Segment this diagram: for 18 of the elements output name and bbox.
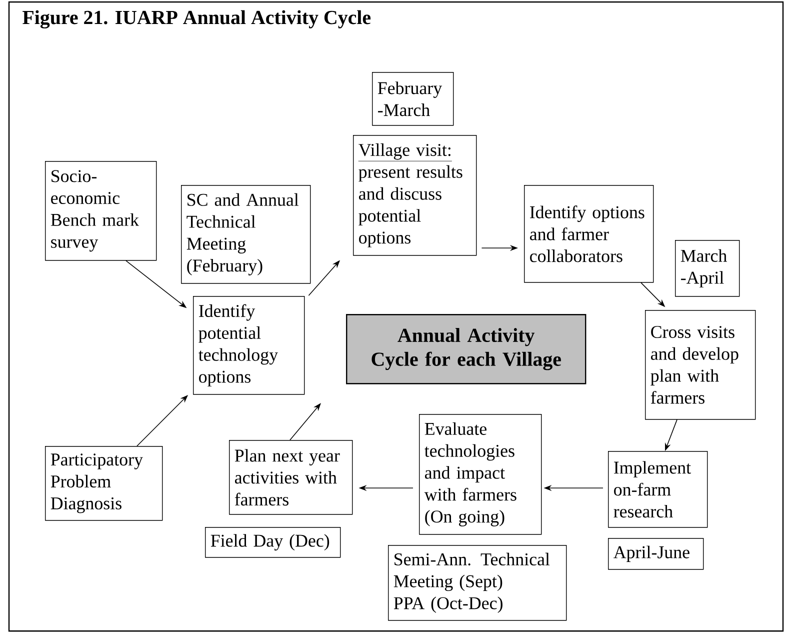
date-box: February -March [372, 72, 454, 126]
process-box: Identify potential technology options [193, 296, 305, 395]
process-box: Cross visits and develop plan with farmers [645, 310, 756, 420]
figure-title: Figure 21. IUARP Annual Activity Cycle [22, 10, 371, 28]
date-box: Field Day (Dec) [205, 527, 341, 558]
process-box: Village visit: present results and discuss potential options [353, 135, 477, 256]
center-box: Annual Activity Cycle for each Village [346, 314, 586, 384]
date-box: April-June [608, 538, 704, 570]
process-box: Participatory Problem Diagnosis [45, 446, 163, 521]
date-box: March -April [675, 240, 740, 297]
date-box: SC and Annual Technical Meeting (February) [181, 185, 311, 284]
date-box: Semi-Ann. Technical Meeting (Sept) PPA (Oct-Dec) [388, 545, 567, 621]
arrow [290, 403, 321, 440]
process-box: Implement on-farm research [608, 451, 708, 528]
process-box: Evaluate technologies and impact with farmers (On going) [419, 414, 542, 535]
process-box: Plan next year activities with farmers [229, 440, 353, 515]
process-box: Socio-economic Bench mark survey [45, 161, 157, 261]
process-box: Identify options and farmer collaborators [524, 185, 654, 283]
